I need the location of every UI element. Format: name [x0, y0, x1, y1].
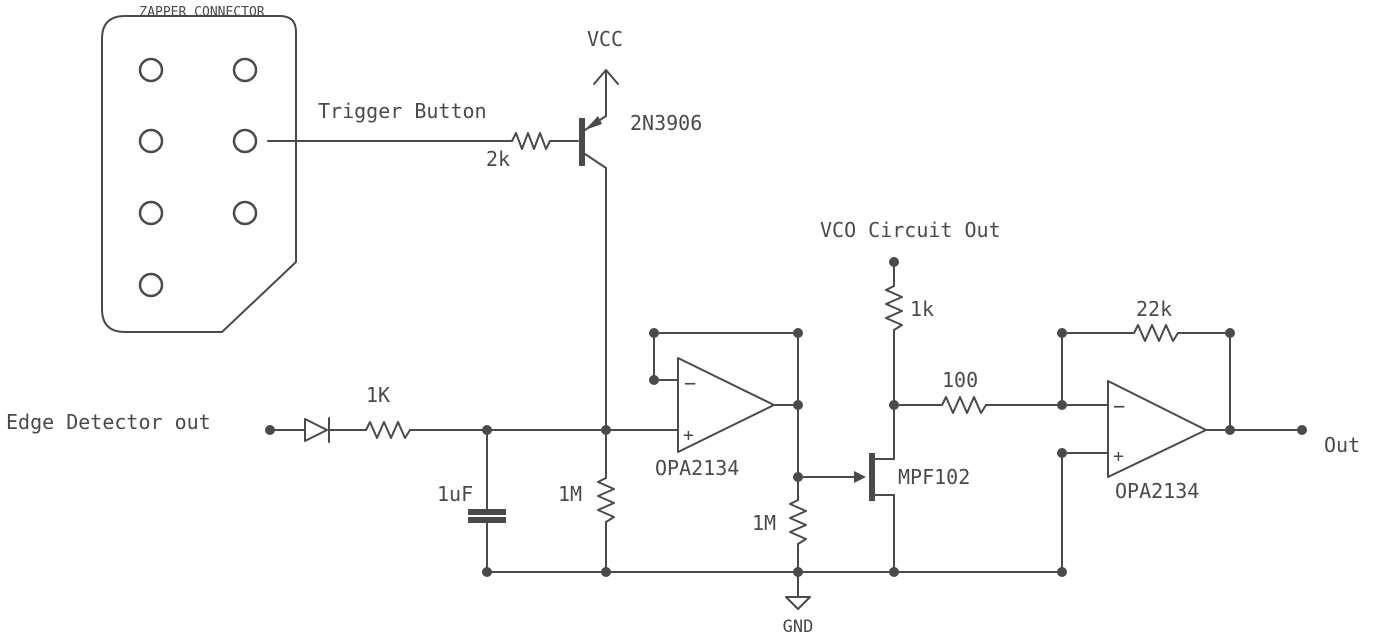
connector-pin [138, 57, 164, 83]
opamp-2-label: OPA2134 [1115, 479, 1199, 503]
opamp-1-plus: + [683, 425, 694, 446]
ground-symbol [785, 596, 811, 610]
opamp-1-label: OPA2134 [655, 456, 739, 480]
output-label: Out [1324, 433, 1360, 457]
vco-input: VCO Circuit Out 1k [820, 218, 1001, 410]
connector-title: ZAPPER CONNECTOR [139, 5, 264, 20]
edge-label: Edge Detector out [6, 410, 211, 434]
capacitor-label: 1uF [437, 482, 473, 506]
opamp-1-minus: − [684, 371, 696, 395]
trigger-label: Trigger Button [318, 99, 487, 123]
connector-pin [138, 128, 164, 154]
jfet: MPF102 [793, 404, 970, 573]
connector-pin [138, 272, 164, 298]
zapper-connector: ZAPPER CONNECTOR [101, 5, 297, 333]
capacitor: 1uF [437, 425, 506, 577]
ground-rail: GND [486, 567, 1063, 637]
opamp-2-plus: + [1113, 446, 1124, 467]
trigger-network: Trigger Button 2k [267, 99, 579, 171]
opamp-2: − + OPA2134 Out [1057, 380, 1360, 577]
diode-symbol [304, 418, 328, 442]
input-resistor-label: 100 [942, 368, 978, 392]
input-resistor: 100 [893, 368, 1109, 414]
opamp-2-minus: − [1113, 394, 1125, 418]
diode-resistor-label: 1K [366, 383, 390, 407]
vco-resistor-label: 1k [910, 297, 934, 321]
connector-pin [232, 57, 258, 83]
bias-resistor-2: 1M [752, 476, 807, 577]
bias-resistor-2-label: 1M [752, 511, 776, 535]
jfet-label: MPF102 [898, 465, 970, 489]
bias-resistor-1: 1M [558, 425, 615, 577]
pnp-transistor: 2N3906 [579, 71, 702, 431]
connector-pin [138, 200, 164, 226]
vcc-symbol: VCC [587, 27, 623, 85]
output-terminal [1297, 425, 1307, 435]
feedback-resistor-label: 22k [1136, 297, 1172, 321]
vco-label: VCO Circuit Out [820, 218, 1001, 242]
connector-pin [232, 128, 258, 154]
ground-label: GND [783, 617, 814, 637]
trigger-resistor-label: 2k [486, 147, 510, 171]
opamp-1: − + OPA2134 [605, 328, 803, 480]
bias-resistor-1-label: 1M [558, 482, 582, 506]
transistor-label: 2N3906 [630, 111, 702, 135]
vcc-label: VCC [587, 27, 623, 51]
connector-pin [232, 200, 258, 226]
feedback-resistor: 22k [1057, 297, 1235, 431]
edge-input-chain: Edge Detector out 1K [6, 383, 607, 443]
